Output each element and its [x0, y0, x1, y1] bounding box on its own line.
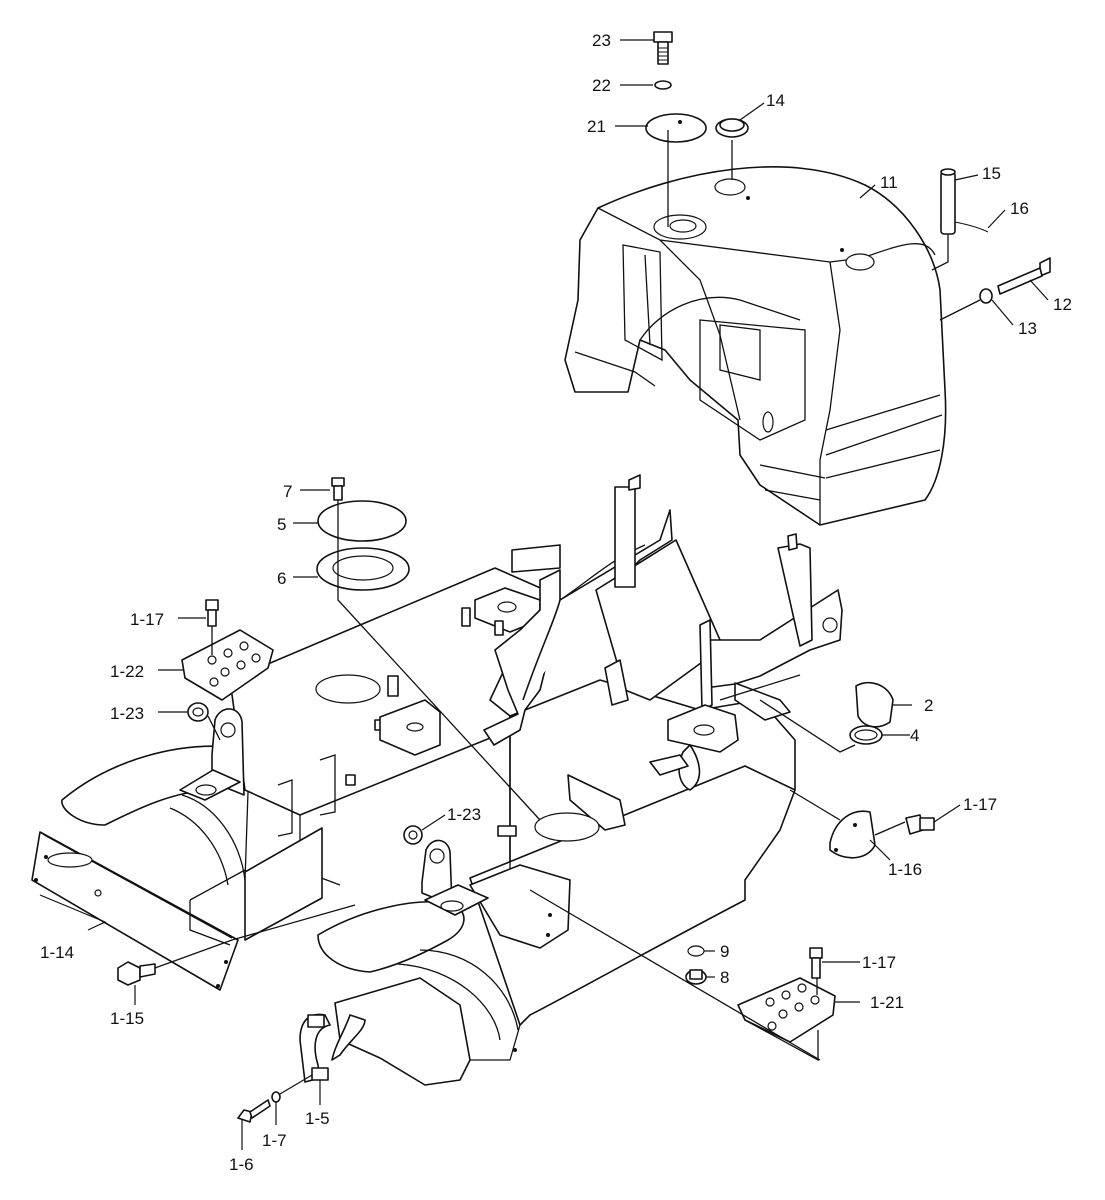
cover-5 — [317, 500, 407, 542]
bushing-1-23-right — [403, 825, 423, 845]
callout-1-16: 1-16 — [888, 860, 922, 879]
callout-9: 9 — [720, 942, 729, 961]
callout-16: 16 — [1010, 199, 1029, 218]
callout-1-17-c: 1-17 — [862, 953, 896, 972]
bolt-23 — [653, 31, 673, 65]
gasket-6 — [316, 547, 410, 591]
cover-plate-21 — [645, 113, 707, 143]
callout-7: 7 — [283, 482, 292, 501]
callout-1-14: 1-14 — [40, 943, 74, 962]
cap-2 — [855, 681, 894, 728]
step-plate-1-22 — [181, 629, 274, 701]
callout-1-17-a: 1-17 — [130, 610, 164, 629]
callout-1-6: 1-6 — [229, 1155, 254, 1174]
callout-22: 22 — [592, 76, 611, 95]
step-plate-1-21 — [737, 977, 836, 1043]
callout-1-21: 1-21 — [870, 993, 904, 1012]
callout-13: 13 — [1018, 319, 1037, 338]
bolt-1-17-right — [905, 814, 935, 835]
washer-22 — [654, 80, 672, 90]
callout-8: 8 — [720, 968, 729, 987]
clamp-4 — [849, 725, 883, 745]
main-frame — [31, 474, 843, 1086]
bolt-7 — [331, 477, 345, 501]
callout-1-23-a: 1-23 — [110, 704, 144, 723]
bolt-1-6 — [237, 1099, 271, 1123]
callout-1-5: 1-5 — [305, 1109, 330, 1128]
bushing-1-23-left — [187, 702, 209, 722]
clamp-1-5 — [299, 1013, 366, 1083]
callout-5: 5 — [277, 515, 286, 534]
callout-11: 11 — [880, 173, 898, 192]
callout-1-7: 1-7 — [262, 1131, 287, 1150]
bolt-1-17-top — [205, 599, 219, 627]
plug-8 — [685, 969, 707, 985]
bolt-1-15 — [117, 961, 156, 986]
callout-15: 15 — [982, 164, 1001, 183]
callout-21: 21 — [587, 117, 606, 136]
callout-1-17-b: 1-17 — [963, 795, 997, 814]
leader-lines — [39, 39, 1049, 1150]
washer-13 — [979, 288, 993, 304]
washer-9 — [687, 945, 705, 957]
bolt-1-17-bottom — [809, 947, 823, 979]
callout-12: 12 — [1053, 295, 1072, 314]
callout-4: 4 — [910, 726, 919, 745]
callout-1-15: 1-15 — [110, 1009, 144, 1028]
clip-16 — [954, 221, 989, 233]
pin-15 — [940, 168, 956, 235]
washer-1-7 — [271, 1091, 281, 1103]
callout-1-22: 1-22 — [110, 662, 144, 681]
callout-2: 2 — [924, 696, 933, 715]
cap-14 — [715, 118, 749, 138]
callout-6: 6 — [277, 569, 286, 588]
callout-1-23-b: 1-23 — [447, 805, 481, 824]
bolt-12 — [997, 257, 1051, 295]
hood-cover — [564, 166, 947, 526]
callout-23: 23 — [592, 31, 611, 50]
callout-14: 14 — [766, 91, 785, 110]
